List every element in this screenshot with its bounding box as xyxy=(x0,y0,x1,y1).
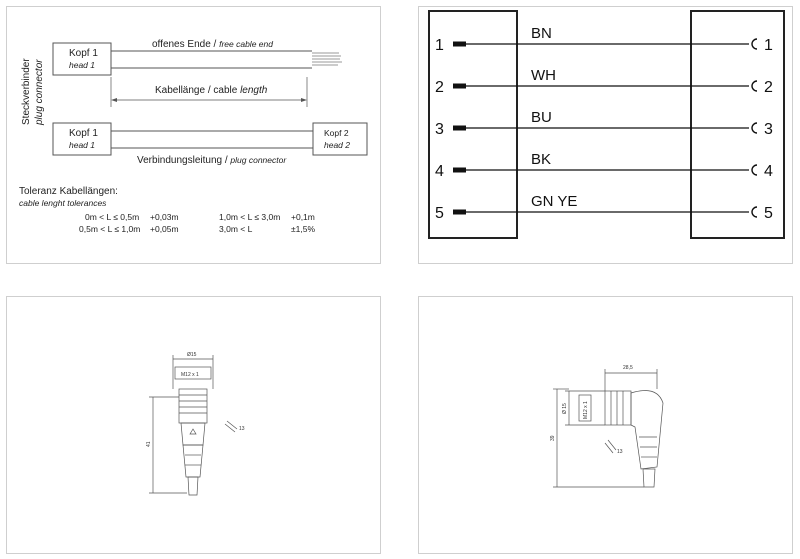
tolerance-value: +0,03m xyxy=(150,212,179,222)
right-pin-number: 2 xyxy=(764,79,773,96)
wire-color-label: BU xyxy=(531,109,552,126)
thread-label: M12 x 1 xyxy=(583,401,589,419)
cable-stub xyxy=(187,476,199,496)
tolerance-range: 3,0m < L xyxy=(219,224,253,234)
length-label: Kabellänge / cable xyxy=(155,85,240,96)
left-pin-number: 4 xyxy=(435,163,444,180)
coupling-nut xyxy=(178,388,208,424)
angled-connector-drawing: 28,5 Ø 15 M12 x 1 39 13 xyxy=(550,365,664,488)
cable-stub xyxy=(642,468,656,488)
height-label: 39 xyxy=(550,435,556,441)
triangle-mark xyxy=(189,428,197,435)
connection-label: Verbindungsleitung / xyxy=(137,155,230,166)
cable-length-diagram: Steckverbinder plug connector Kopf 1 hea… xyxy=(19,39,368,234)
cable-length-panel: Steckverbinder plug connector Kopf 1 hea… xyxy=(6,6,381,264)
head1-label-italic: head 1 xyxy=(69,60,95,70)
right-pin-number: 1 xyxy=(764,37,773,54)
connection-label-italic: plug connector xyxy=(229,155,287,165)
wrench-label: 13 xyxy=(239,426,245,432)
angled-connector-panel: 28,5 Ø 15 M12 x 1 39 13 xyxy=(418,296,793,554)
width-label: 28,5 xyxy=(623,365,633,371)
right-pin-contact xyxy=(751,38,758,50)
thread-dim-box xyxy=(174,366,212,380)
left-pin-socket xyxy=(453,83,466,89)
length-label-italic: length xyxy=(240,85,268,96)
coupling-nut xyxy=(604,390,632,426)
free-end-label-italic: free cable end xyxy=(219,39,273,49)
svg-text:Verbindungsleitung / plug conn: Verbindungsleitung / plug connector xyxy=(137,155,287,166)
straight-connector-drawing: Ø15 M12 x 1 41 13 xyxy=(146,352,245,496)
left-pin-socket xyxy=(453,41,466,47)
thread-label: M12 x 1 xyxy=(181,372,199,378)
diameter-label: Ø 15 xyxy=(562,403,568,414)
wire-color-label: BN xyxy=(531,25,552,42)
tolerance-value: ±1,5% xyxy=(291,224,315,234)
wire-color-label: GN YE xyxy=(531,193,577,210)
straight-connector-panel: Ø15 M12 x 1 41 13 xyxy=(6,296,381,554)
right-pin-number: 4 xyxy=(764,163,773,180)
tolerance-range: 0m < L ≤ 0,5m xyxy=(85,212,139,222)
left-pin-number: 2 xyxy=(435,79,444,96)
head2-label-italic: head 2 xyxy=(324,140,350,150)
wire-color-label: WH xyxy=(531,67,556,84)
length-label: 41 xyxy=(146,441,152,447)
tolerance-title: Toleranz Kabellängen: xyxy=(19,186,118,197)
right-connector-outline xyxy=(690,10,785,239)
tolerance-value: +0,1m xyxy=(291,212,315,222)
head1b-box xyxy=(52,122,112,156)
tolerance-subtitle: cable lenght tolerances xyxy=(19,198,107,208)
side-label: Steckverbinder xyxy=(21,58,32,125)
left-pin-number: 5 xyxy=(435,205,444,222)
wire-color-label: BK xyxy=(531,151,551,168)
connector-grip xyxy=(182,444,204,478)
wiring-diagram: 1 1 BN 2 2 WH 3 3 BU 4 4 BK 5 5 GN YE xyxy=(428,10,785,239)
free-end-label: offenes Ende / xyxy=(152,39,219,50)
wrench-label: 13 xyxy=(617,449,623,455)
svg-text:Kabellänge / cable length: Kabellänge / cable length xyxy=(155,85,268,96)
right-pin-contact xyxy=(751,206,758,218)
right-pin-number: 3 xyxy=(764,121,773,138)
right-pin-contact xyxy=(751,164,758,176)
wiring-panel: 1 1 BN 2 2 WH 3 3 BU 4 4 BK 5 5 GN YE xyxy=(418,6,793,264)
head1b-label-italic: head 1 xyxy=(69,140,95,150)
left-pin-number: 3 xyxy=(435,121,444,138)
tolerance-value: +0,05m xyxy=(150,224,179,234)
free-wire-ends xyxy=(312,52,342,66)
wrench-mark xyxy=(224,423,236,433)
head2-label: Kopf 2 xyxy=(324,128,349,138)
head2-box xyxy=(312,122,368,156)
angled-body xyxy=(630,390,664,470)
tolerance-range: 0,5m < L ≤ 1,0m xyxy=(79,224,140,234)
thread-dim-box xyxy=(578,394,592,422)
svg-text:offenes Ende / free cable end: offenes Ende / free cable end xyxy=(152,39,273,50)
left-pin-socket xyxy=(453,125,466,131)
left-pin-number: 1 xyxy=(435,37,444,54)
head1b-label: Kopf 1 xyxy=(69,128,98,139)
wrench-mark xyxy=(604,442,614,454)
tolerance-range: 1,0m < L ≤ 3,0m xyxy=(219,212,280,222)
length-arrow-left xyxy=(111,98,117,102)
left-pin-socket xyxy=(453,209,466,215)
head1-box xyxy=(52,42,112,76)
left-connector-outline xyxy=(428,10,518,239)
right-pin-number: 5 xyxy=(764,205,773,222)
head1-label: Kopf 1 xyxy=(69,48,98,59)
left-pin-socket xyxy=(453,167,466,173)
right-pin-contact xyxy=(751,80,758,92)
right-pin-contact xyxy=(751,122,758,134)
length-arrow-right xyxy=(301,98,307,102)
side-label-italic: plug connector xyxy=(34,59,45,126)
diameter-label: Ø15 xyxy=(187,352,197,358)
